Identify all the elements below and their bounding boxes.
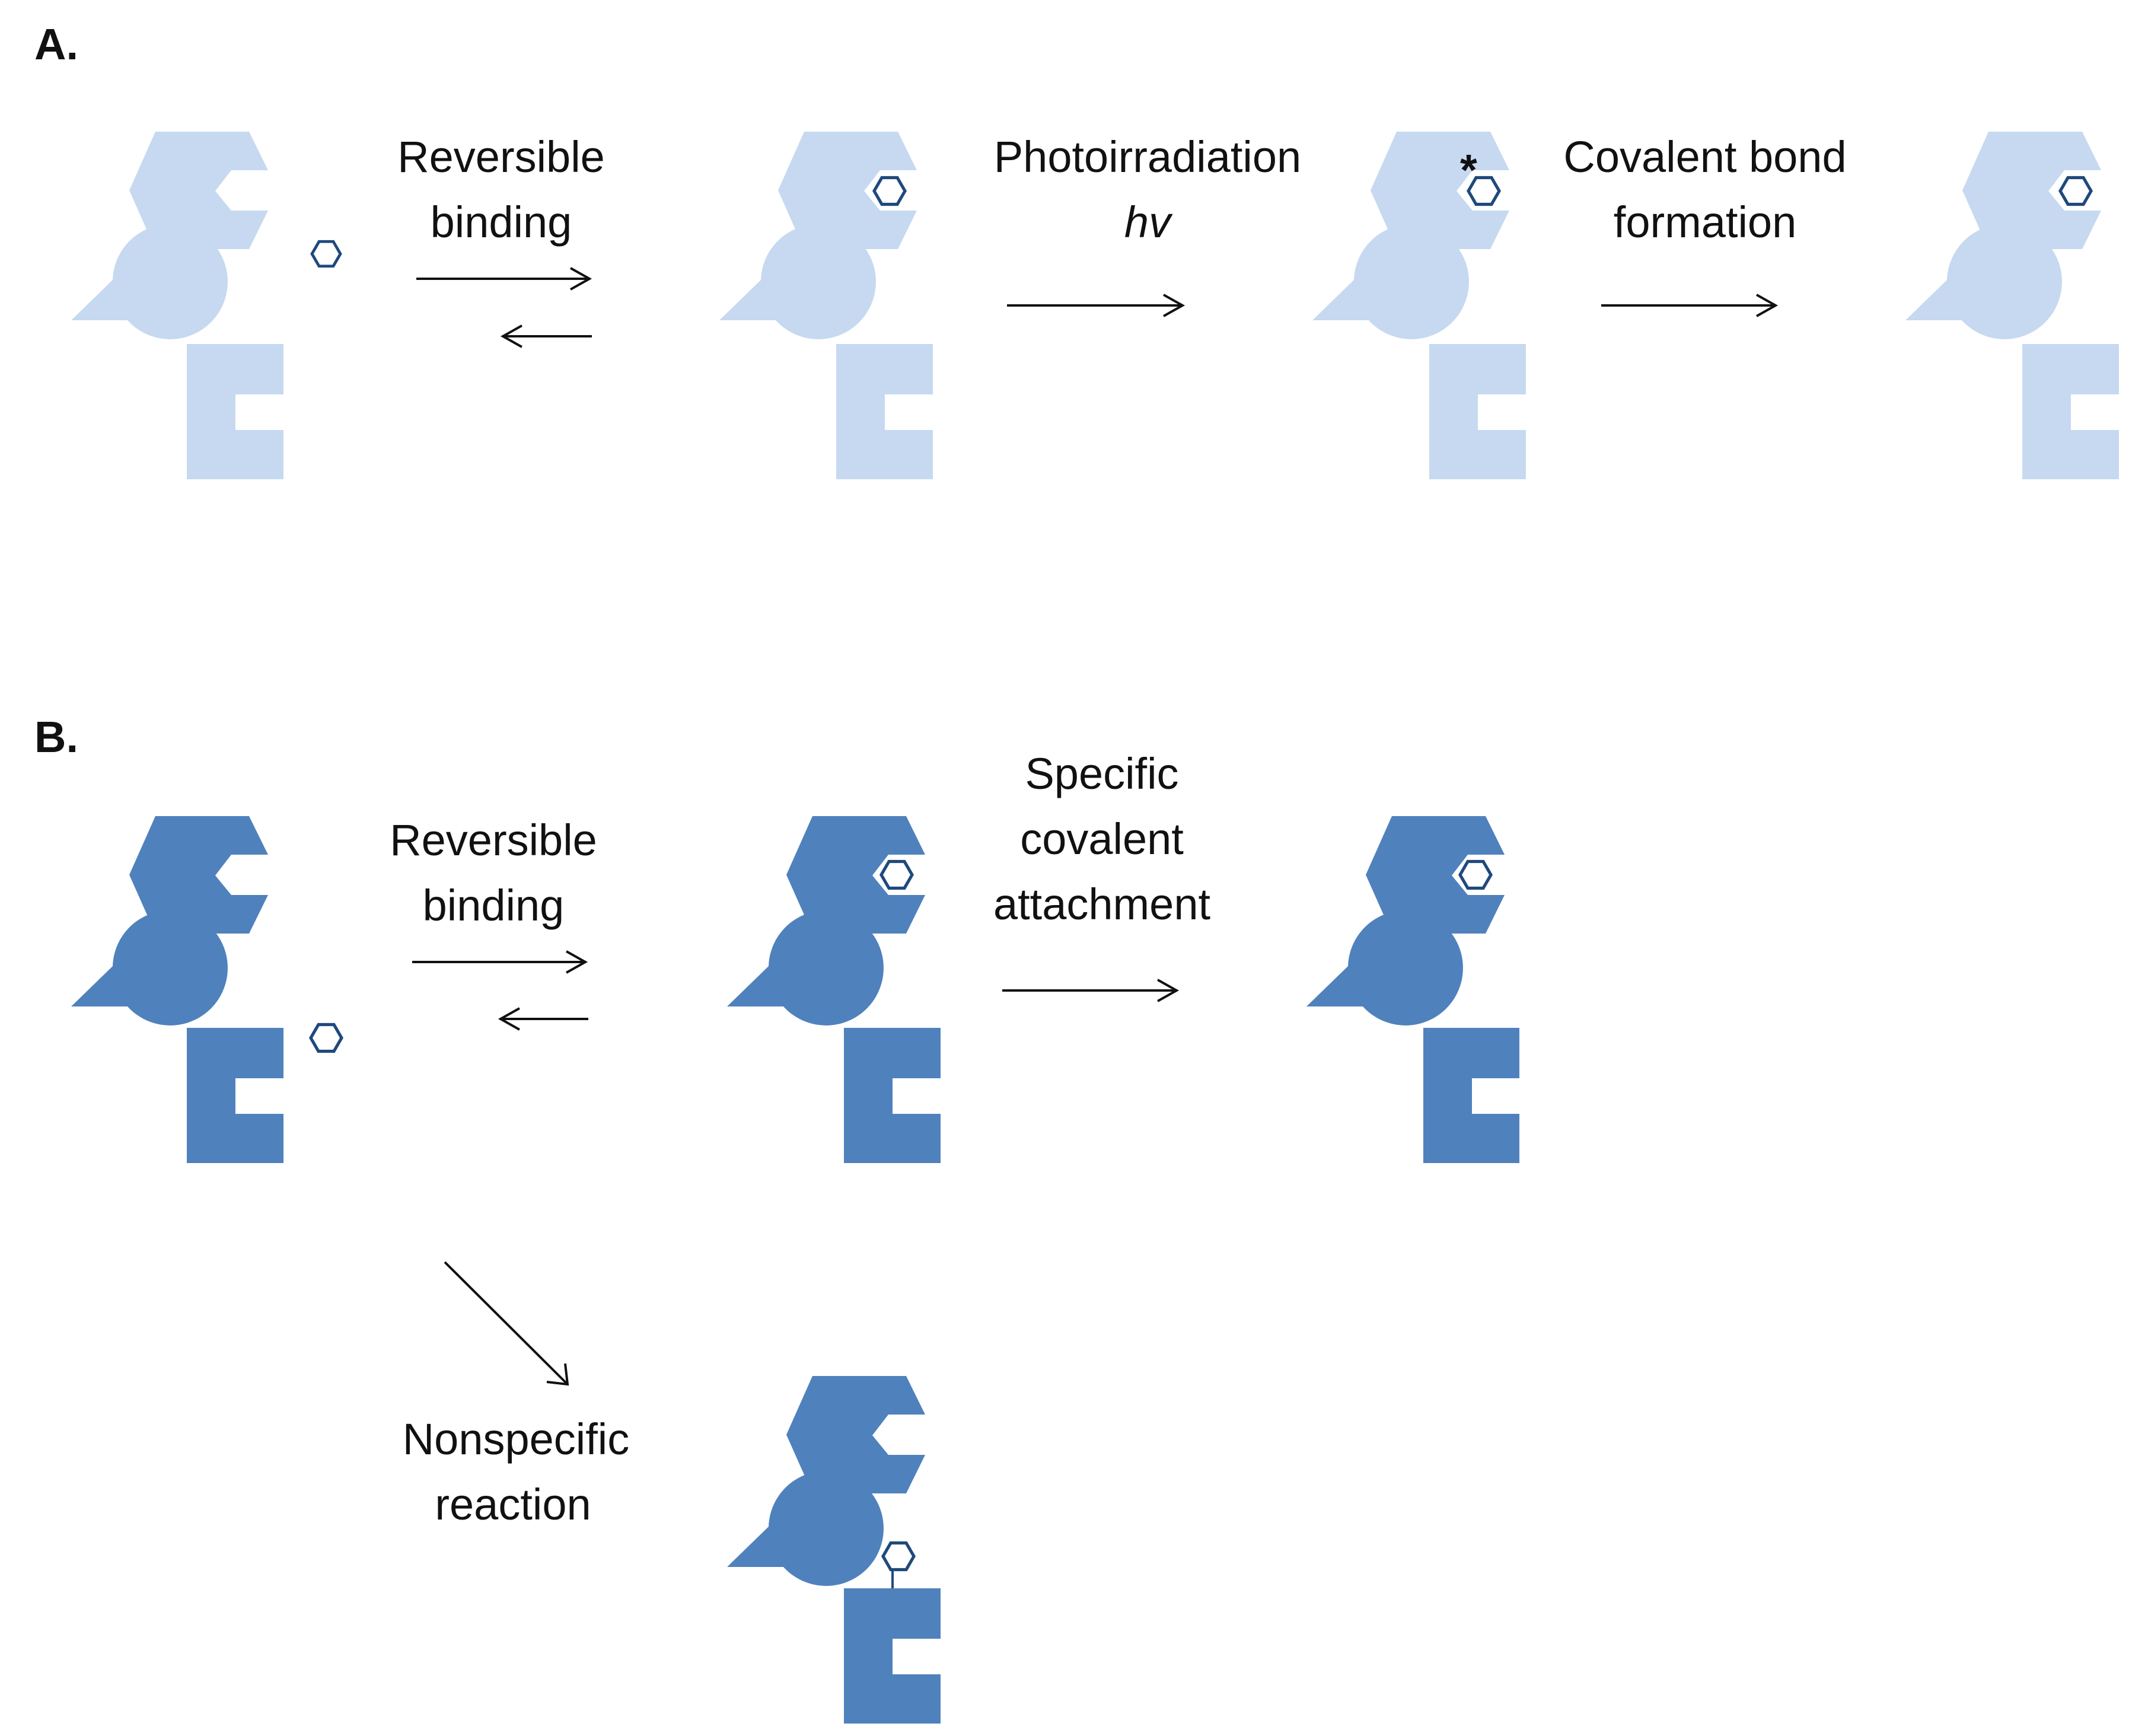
diagonal-arrow	[444, 1261, 569, 1386]
step-a-photoirradiation: Photoirradiation hv	[994, 132, 1301, 317]
u-shaped-protein-domain	[187, 344, 283, 479]
u-shaped-protein-domain	[836, 344, 933, 479]
panel-a-state-3: *	[1312, 132, 1526, 479]
hexagon-protein-domain	[1962, 132, 2101, 249]
step-label-line: Covalent bond	[1563, 132, 1846, 181]
pacman-protein-domain	[71, 910, 228, 1025]
panel-a-state-1	[71, 132, 340, 479]
panel-b-label: B.	[34, 712, 78, 762]
step-b-reversible: Reversible binding	[390, 816, 597, 1031]
hexagon-protein-domain	[1371, 132, 1509, 249]
step-label-line: Specific	[1025, 749, 1178, 798]
step-label-line: Nonspecific	[403, 1415, 630, 1464]
u-shaped-protein-domain	[1423, 1028, 1519, 1163]
panel-b: B. Reversible binding	[34, 712, 1519, 1724]
covalently-attached-ligand	[1460, 862, 1491, 888]
panel-b-state-1	[71, 816, 342, 1163]
forward-arrow	[416, 267, 592, 291]
probe-ligand	[881, 862, 912, 888]
step-label-line: binding	[431, 198, 572, 247]
u-shaped-protein-domain	[844, 1588, 941, 1724]
step-label-line: binding	[423, 881, 565, 930]
probe-ligand	[311, 1025, 342, 1052]
hv-symbol: hv	[1124, 198, 1173, 247]
step-label-line: reaction	[435, 1480, 591, 1529]
panel-a: A. Reversible binding	[34, 20, 2119, 479]
hexagon-protein-domain	[129, 816, 268, 934]
reverse-arrow	[500, 324, 592, 348]
step-label-line: covalent	[1020, 814, 1184, 864]
panel-a-state-4	[1905, 132, 2119, 479]
pacman-protein-domain	[71, 224, 228, 339]
pacman-protein-domain	[727, 1470, 884, 1586]
panel-a-label: A.	[34, 20, 78, 69]
hexagon-protein-domain	[786, 1376, 925, 1493]
step-label-line: Photoirradiation	[994, 132, 1301, 181]
excited-state-marker: *	[1460, 145, 1477, 195]
step-label-line: Reversible	[390, 816, 597, 865]
pacman-protein-domain	[1306, 910, 1463, 1025]
panel-b-state-4	[727, 1376, 941, 1724]
step-label-line: attachment	[993, 880, 1211, 929]
forward-arrow	[1002, 979, 1180, 1002]
forward-arrow	[412, 950, 588, 974]
nonspecifically-bound-ligand	[883, 1543, 914, 1570]
pacman-protein-domain	[727, 910, 884, 1025]
hexagon-protein-domain	[1366, 816, 1505, 934]
hexagon-protein-domain	[129, 132, 268, 249]
probe-ligand	[312, 241, 340, 266]
probe-ligand	[874, 178, 905, 205]
hexagon-protein-domain	[778, 132, 917, 249]
step-label-line: formation	[1614, 198, 1796, 247]
hexagon-protein-domain	[786, 816, 925, 934]
u-shaped-protein-domain	[2022, 344, 2119, 479]
panel-b-state-3	[1306, 816, 1519, 1163]
pacman-protein-domain	[1312, 224, 1469, 339]
covalently-bound-ligand	[2060, 178, 2091, 205]
pacman-protein-domain	[719, 224, 876, 339]
u-shaped-protein-domain	[1429, 344, 1526, 479]
u-shaped-protein-domain	[187, 1028, 283, 1163]
step-a-covalent: Covalent bond formation	[1563, 132, 1847, 317]
reverse-arrow	[498, 1007, 588, 1031]
panel-a-state-2	[719, 132, 933, 479]
forward-arrow	[1601, 294, 1779, 317]
forward-arrow	[1007, 294, 1185, 317]
pacman-protein-domain	[1905, 224, 2062, 339]
u-shaped-protein-domain	[844, 1028, 941, 1163]
step-b-nonspecific: Nonspecific reaction	[403, 1261, 630, 1529]
panel-b-state-2	[727, 816, 941, 1163]
step-label-line: Reversible	[397, 132, 605, 181]
step-a-reversible: Reversible binding	[397, 132, 605, 348]
step-b-specific: Specific covalent attachment	[993, 749, 1211, 1002]
